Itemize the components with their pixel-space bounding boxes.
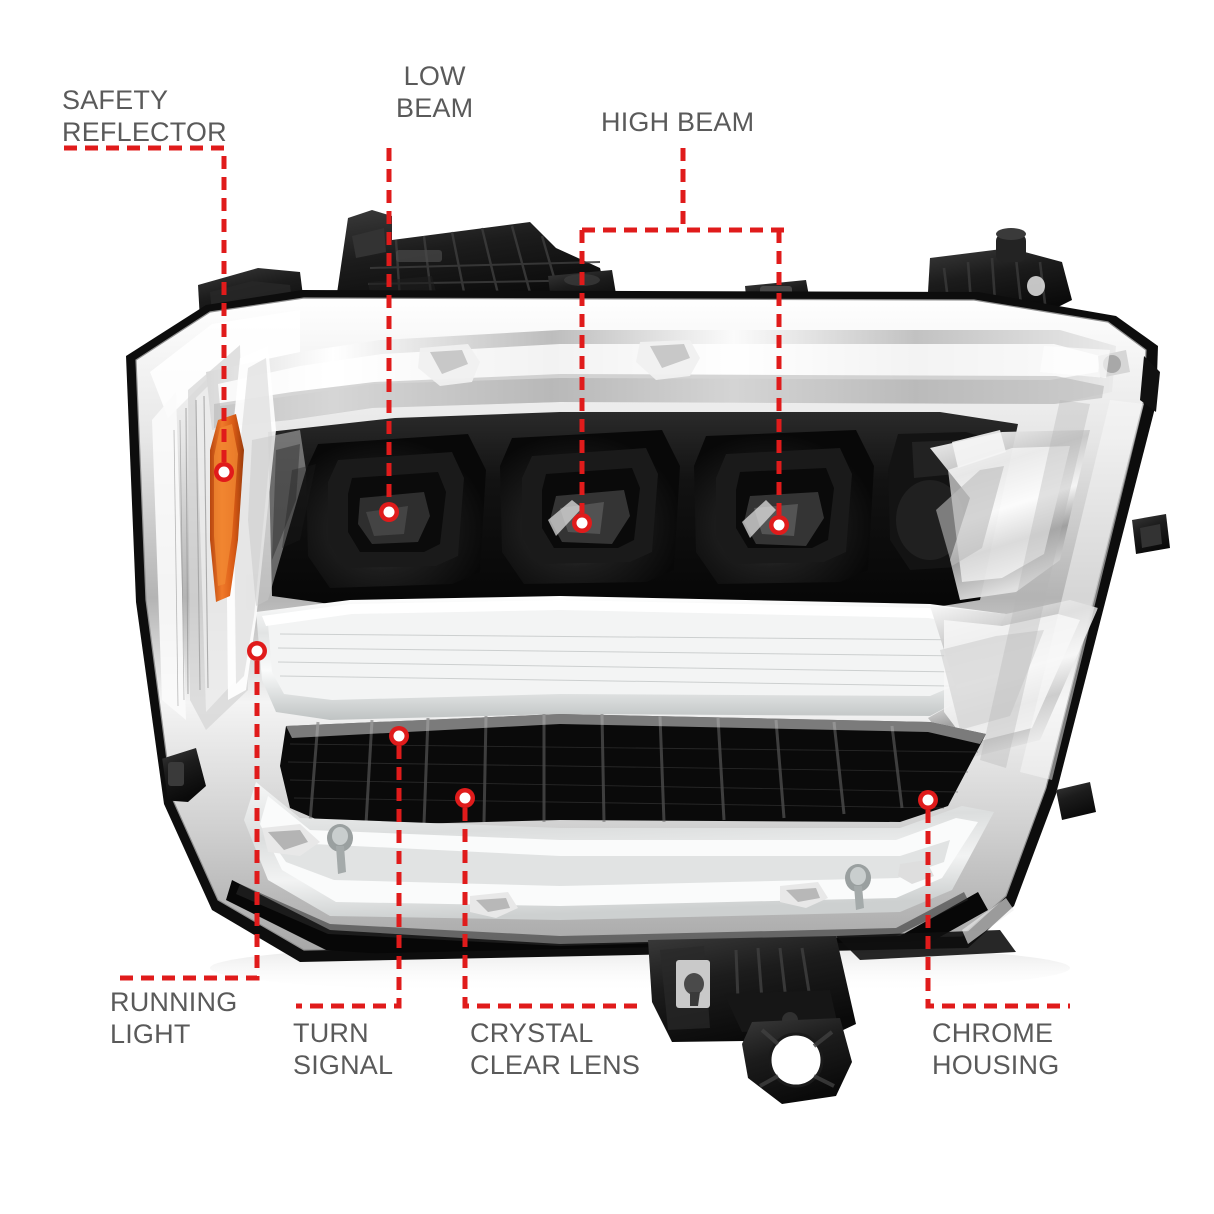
label-high-beam: HIGH BEAM bbox=[601, 107, 755, 137]
right-housing-tabs bbox=[1056, 350, 1170, 820]
label-turn-signal: TURN SIGNAL bbox=[293, 1018, 394, 1080]
label-safety-reflector: SAFETY REFLECTOR bbox=[62, 85, 227, 147]
lens-clips bbox=[418, 340, 700, 386]
label-low-beam: LOW BEAM bbox=[396, 61, 474, 123]
label-crystal-clear-lens: CRYSTAL CLEAR LENS bbox=[470, 1018, 641, 1080]
label-running-light: RUNNING LIGHT bbox=[110, 987, 238, 1049]
specular-highlights bbox=[962, 346, 1144, 944]
label-chrome-housing: CHROME HOUSING bbox=[932, 1018, 1060, 1080]
